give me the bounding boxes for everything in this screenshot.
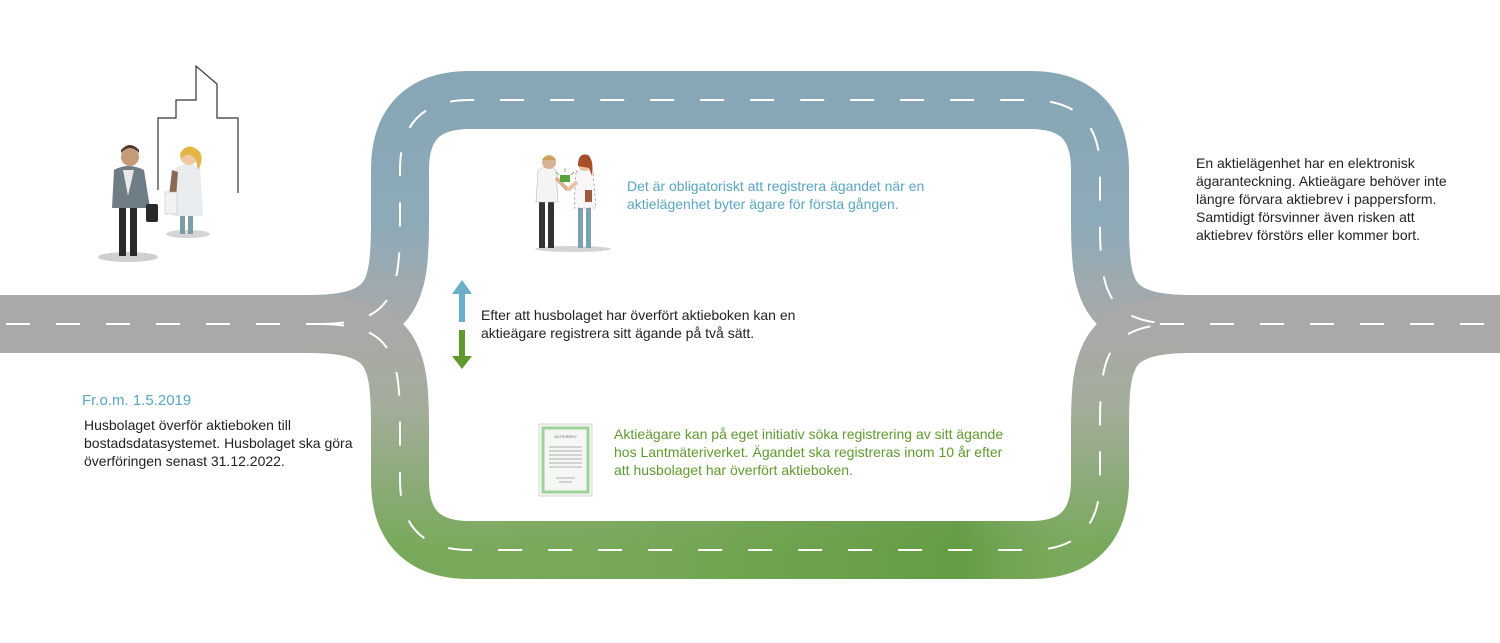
building-outline-icon <box>157 64 239 193</box>
arrow-down-icon <box>452 330 472 369</box>
people-icon <box>98 145 210 262</box>
certificate-icon: AKTIEBREV <box>538 423 593 497</box>
mandatory-registration-text: Det är obligatoriskt att registrera ägan… <box>627 178 925 212</box>
transfer-description: Husbolaget överför aktieboken till bosta… <box>84 417 353 469</box>
handshake-people-icon <box>535 154 611 252</box>
electronic-ownership-text: En aktielägenhet har en elektronisk ägar… <box>1196 155 1447 243</box>
voluntary-registration-text: Aktieägare kan på eget initiativ söka re… <box>614 426 1004 478</box>
two-ways-description: Efter att husbolaget har överfört aktieb… <box>481 307 796 341</box>
arrow-up-icon <box>452 280 472 322</box>
date-label: Fr.o.m. 1.5.2019 <box>82 392 192 409</box>
upper-road <box>309 71 1191 353</box>
certificate-label: AKTIEBREV <box>554 434 577 439</box>
